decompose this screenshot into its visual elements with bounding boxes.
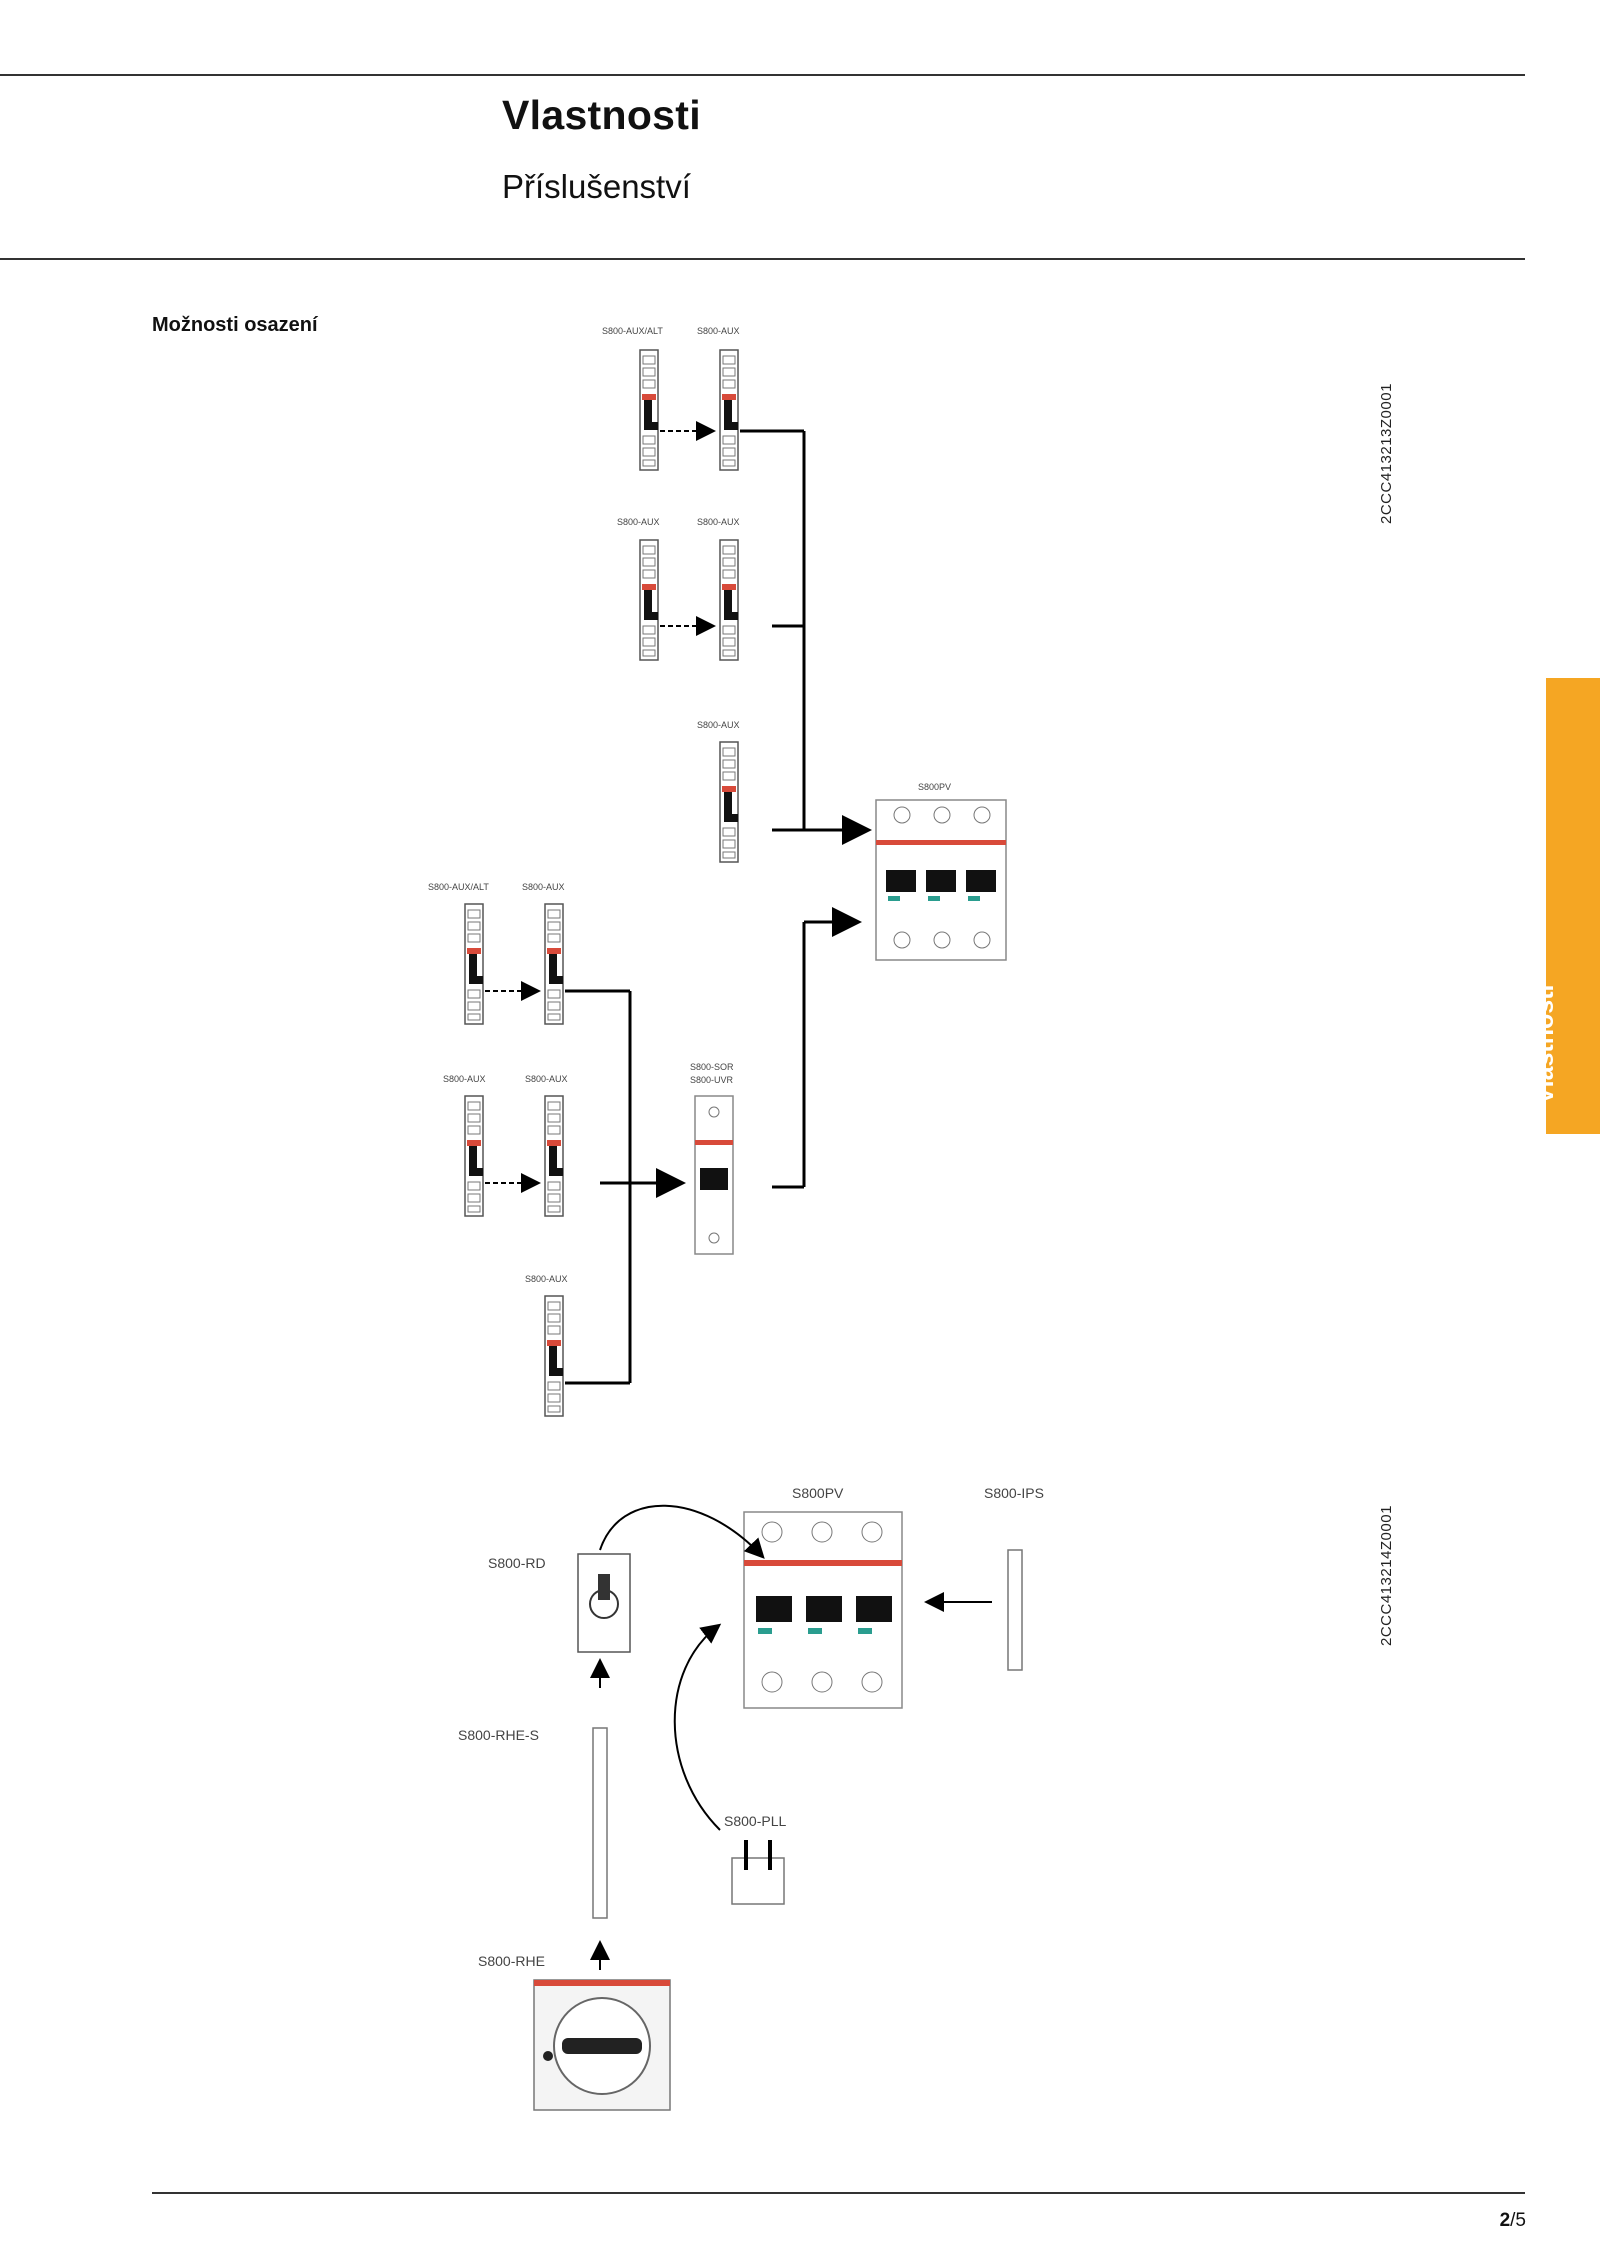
fig2-label-rd: S800-RD [488, 1555, 546, 1571]
fig1-label-mid-left: S800-AUX [617, 517, 660, 527]
fig1-label-lower-mid-left: S800-AUX [443, 1074, 486, 1084]
fig2-label-rhe: S800-RHE [478, 1953, 545, 1969]
page-total: /5 [1510, 2210, 1526, 2231]
fig1-breaker [875, 799, 1007, 961]
fig2-rhe-handle [533, 1979, 671, 2111]
page-title: Vlastnosti [502, 92, 701, 138]
fig1-label-mid-right: S800-AUX [697, 517, 740, 527]
fig2-label-ips: S800-IPS [984, 1485, 1044, 1501]
footer-rule [152, 2192, 1525, 2194]
fig2-pll-lock [731, 1840, 785, 1905]
section-label: Možnosti osazení [152, 314, 318, 336]
fig1-label-lower-mid-right: S800-AUX [525, 1074, 568, 1084]
page-subtitle: Příslušenství [502, 168, 691, 205]
fig1-label-lower-right: S800-AUX [522, 882, 565, 892]
header-top-rule [0, 74, 1525, 76]
fig2-ips-plate [1007, 1549, 1023, 1671]
fig1-label-top-right: S800-AUX [697, 326, 740, 336]
header-bottom-rule [0, 258, 1525, 260]
fig1-label-breaker: S800PV [918, 782, 951, 792]
figure1-diagram: S800-AUX/ALT S800-AUX S800-AUX S800-AUX … [428, 326, 1007, 1417]
side-tab[interactable]: Vlastnosti [1531, 678, 1600, 1134]
fig1-label-shunt-2: S800-UVR [690, 1075, 734, 1085]
side-tab-label: Vlastnosti [1531, 984, 1559, 1104]
page-current: 2 [1499, 2210, 1511, 2231]
fig1-shunt-module [694, 1095, 734, 1255]
fig1-label-shunt-1: S800-SOR [690, 1062, 734, 1072]
fig2-breaker [743, 1511, 903, 1709]
fig1-label-lower-left: S800-AUX/ALT [428, 882, 489, 892]
fig2-label-pll: S800-PLL [724, 1813, 786, 1829]
figure1-code: 2CCC413213Z0001 [1378, 383, 1395, 524]
fig1-label-lower-single: S800-AUX [525, 1274, 568, 1284]
figure2-code: 2CCC413214Z0001 [1378, 1505, 1395, 1646]
figure2-diagram: S800PV S800-IPS S800-RD S800-RHE-S S800-… [458, 1485, 1044, 2111]
fig1-label-top-left: S800-AUX/ALT [602, 326, 663, 336]
fig2-rd-module [577, 1553, 631, 1653]
page-number: 2/5 [1500, 2210, 1526, 2232]
fig2-label-rhe-s: S800-RHE-S [458, 1727, 539, 1743]
fig1-label-single-top: S800-AUX [697, 720, 740, 730]
fig2-label-breaker: S800PV [792, 1485, 844, 1501]
fig2-shaft [592, 1727, 608, 1919]
